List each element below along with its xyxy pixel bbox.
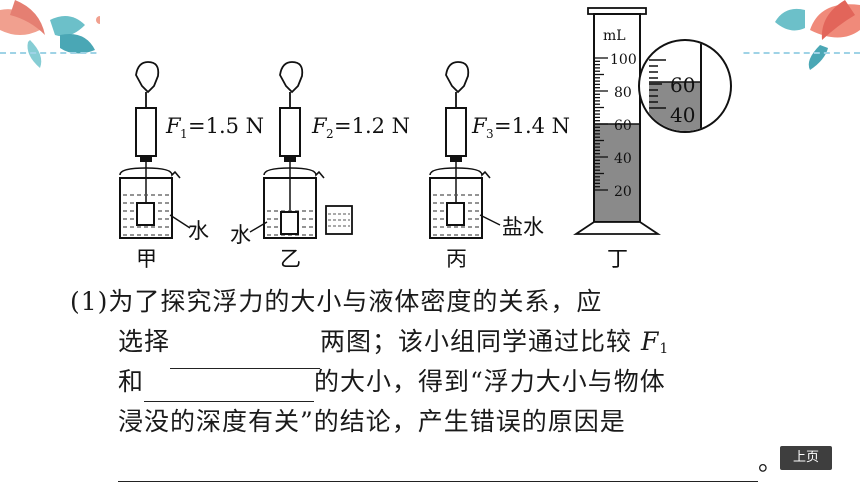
tick-label-100: 100 <box>610 52 637 68</box>
answer-blank-3[interactable] <box>118 451 758 482</box>
answer-blank-2[interactable] <box>144 371 315 402</box>
question-line-3: 和 的大小，得到“浮力大小与物体 <box>118 362 666 402</box>
label-water-yi: 水 <box>230 223 251 247</box>
force-f2-symbol: F <box>311 114 328 138</box>
tick-label-60: 60 <box>614 118 632 134</box>
cylinder-unit: mL <box>603 28 626 44</box>
question-line-5: 。 <box>118 442 784 482</box>
force-f1-value: =1.5 N <box>188 114 264 138</box>
tick-label-80: 80 <box>614 85 632 101</box>
setup-ding-cylinder: mL 100 80 60 40 20 丁 60 40 <box>573 7 732 271</box>
floral-decoration-right <box>775 0 860 70</box>
force-f3-sub: 3 <box>486 127 494 141</box>
zoom-label-60: 60 <box>670 73 695 97</box>
label-saltwater: 盐水 <box>502 215 544 239</box>
force-f3-value: =1.4 N <box>494 114 570 138</box>
setup-yi: 水 乙 F 2 =1.2 N <box>230 61 410 271</box>
prev-page-button[interactable]: 上页 <box>780 446 832 470</box>
question-line-3-pre: 和 <box>118 367 145 396</box>
question-line-2: 选择 两图；该小组同学通过比较 F1 <box>118 322 669 369</box>
setup-jia: 水 甲 F 1 =1.5 N <box>119 61 264 271</box>
label-yi: 乙 <box>280 247 301 271</box>
force-f2-value: =1.2 N <box>334 114 410 138</box>
label-jia: 甲 <box>136 247 157 271</box>
setup-bing: 盐水 丙 F 3 =1.4 N <box>429 61 570 271</box>
buoyancy-experiment-figure: 水 甲 F 1 =1.5 N 水 乙 F 2 =1.2 N <box>100 0 740 271</box>
label-water-jia: 水 <box>188 219 209 243</box>
question-line-2-pre: 选择 <box>118 327 171 356</box>
answer-blank-1[interactable] <box>170 338 321 369</box>
var-f1-symbol: F <box>640 327 660 356</box>
question-line-1: (1)为了探究浮力的大小与液体密度的关系，应 <box>70 287 603 316</box>
force-f3-symbol: F <box>471 114 488 138</box>
force-f1-sub: 1 <box>180 127 188 141</box>
floral-decoration-left <box>0 0 104 68</box>
force-f2-sub: 2 <box>326 127 334 141</box>
tick-label-40: 40 <box>614 151 632 167</box>
label-ding: 丁 <box>607 247 628 271</box>
zoom-label-40: 40 <box>670 103 695 127</box>
question-line-2-mid: 两图；该小组同学通过比较 <box>320 327 633 356</box>
cylinder-tick-marks <box>594 57 608 191</box>
question-line-5-end: 。 <box>758 447 785 476</box>
question-line-3-post: 的大小，得到“浮力大小与物体 <box>314 367 666 396</box>
question-line-4: 浸没的深度有关”的结论，产生错误的原因是 <box>118 407 626 436</box>
force-f1-symbol: F <box>165 114 182 138</box>
label-bing: 丙 <box>446 247 467 271</box>
var-f1-sub: 1 <box>659 341 670 357</box>
tick-label-20: 20 <box>614 184 632 200</box>
